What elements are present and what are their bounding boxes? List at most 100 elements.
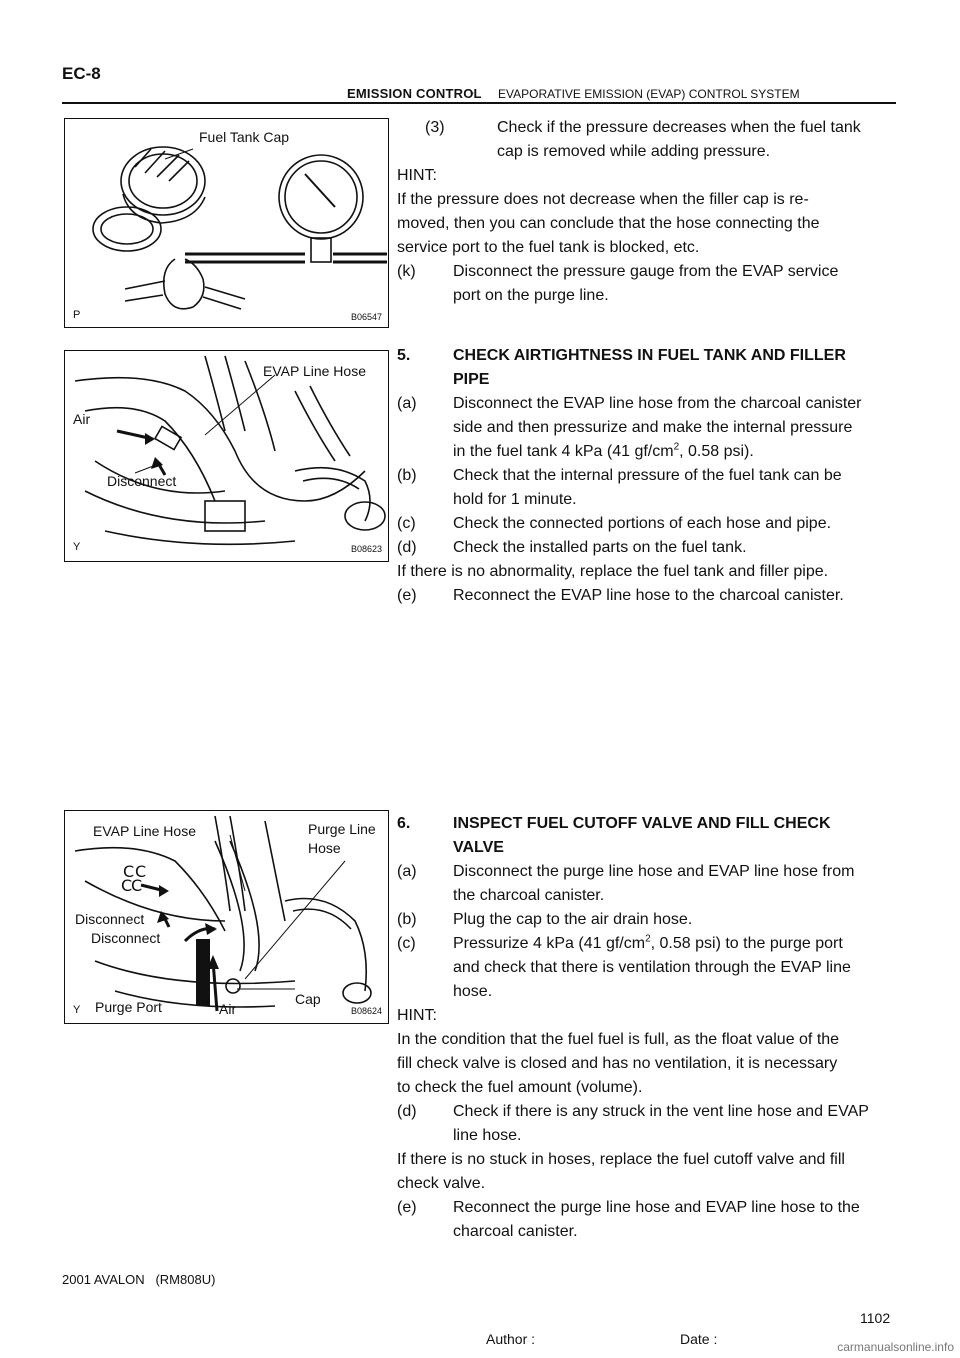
svg-text:C: C [121, 876, 132, 895]
figure-letter: P [73, 309, 81, 321]
heading-line: CHECK AIRTIGHTNESS IN FUEL TANK AND FILL… [453, 347, 846, 364]
page-code: EC-8 [62, 64, 101, 83]
text-line: Check if there is any struck in the vent… [453, 1103, 869, 1120]
step-number: (e) [397, 1199, 417, 1216]
section-5-note: If there is no abnormality, replace the … [397, 563, 829, 580]
step-number: (a) [397, 863, 417, 880]
model-label: 2001 AVALON (RM808U) [62, 1272, 216, 1287]
step-6e: (e) Reconnect the purge line hose and EV… [397, 1196, 897, 1244]
text-line: service port to the fuel tank is blocked… [397, 239, 700, 256]
heading-line: PIPE [453, 371, 490, 388]
evap-hose-illustration [74, 355, 386, 546]
hint-block: HINT: If the pressure does not decrease … [397, 164, 907, 260]
text-line: Check that the internal pressure of the … [453, 467, 842, 484]
section-6-heading: 6. INSPECT FUEL CUTOFF VALVE AND FILL CH… [397, 812, 897, 860]
text-line: Reconnect the purge line hose and EVAP l… [453, 1199, 860, 1216]
text-line: charcoal canister. [453, 1223, 578, 1240]
figure-fuel-tank-cap: Fuel Tank Cap P B06547 [64, 118, 389, 328]
label-disconnect-2: Disconnect [91, 930, 161, 946]
figure-letter: Y [73, 1004, 81, 1016]
text-line: port on the purge line. [453, 287, 609, 304]
watermark: carmanualsonline.info [837, 1340, 954, 1354]
hint-label: HINT: [397, 167, 437, 184]
text-line: to check the fuel amount (volume). [397, 1079, 643, 1096]
section-6-note: If there is no stuck in hoses, replace t… [397, 1148, 907, 1196]
text-line: hose. [453, 983, 493, 1000]
label-purge-port: Purge Port [95, 999, 162, 1015]
label-air: Air [73, 411, 91, 427]
text-line: Disconnect the pressure gauge from the E… [453, 263, 839, 280]
page-number: 1102 [860, 1310, 891, 1326]
step-6a: (a) Disconnect the purge line hose and E… [397, 860, 897, 908]
figure-code: B06547 [351, 312, 383, 322]
text-line: in the fuel tank 4 kPa (41 gf/cm2, 0.58 … [453, 441, 754, 460]
text-line: line hose. [453, 1127, 522, 1144]
header-rule [62, 102, 896, 104]
section-number: 6. [397, 815, 411, 832]
figure-letter: Y [73, 541, 81, 553]
figure-code: B08624 [351, 1006, 383, 1016]
figure-evap-line-hose: EVAP Line Hose Air Disconnect Y B08623 [64, 350, 389, 562]
label-cap: Cap [295, 991, 321, 1007]
section-title: EMISSION CONTROL [347, 86, 482, 101]
step-number: (d) [397, 1103, 417, 1120]
date-label: Date : [680, 1331, 718, 1347]
step-number: (k) [397, 263, 416, 280]
svg-text:C: C [135, 862, 146, 881]
heading-line: INSPECT FUEL CUTOFF VALVE AND FILL CHECK [453, 815, 831, 832]
text-line: Check the connected portions of each hos… [453, 515, 832, 532]
subsection-title: EVAPORATIVE EMISSION (EVAP) CONTROL SYST… [498, 87, 800, 101]
text-line: Disconnect the purge line hose and EVAP … [453, 863, 855, 880]
text-line: If the pressure does not decrease when t… [397, 191, 809, 208]
text-line: cap is removed while adding pressure. [497, 143, 771, 160]
text-line: Pressurize 4 kPa (41 gf/cm2, 0.58 psi) t… [453, 933, 843, 952]
step-3: (3) Check if the pressure decreases when… [397, 116, 897, 164]
label-disconnect-1: Disconnect [75, 911, 145, 927]
fuel-tank-cap-illustration [92, 146, 387, 310]
step-number: (c) [397, 515, 416, 532]
hint-label: HINT: [397, 1007, 437, 1024]
step-k: (k) Disconnect the pressure gauge from t… [397, 260, 897, 308]
figure-purge-line: C C C C EVAP Line Hose Purge Line Hose D… [64, 810, 389, 1024]
text-line: Disconnect the EVAP line hose from the c… [453, 395, 862, 412]
label-air: Air [219, 1001, 237, 1017]
step-5d: (d) Check the installed parts on the fue… [397, 536, 897, 560]
step-6b: (b) Plug the cap to the air drain hose. [397, 908, 897, 932]
label-purge-line: Purge Line [308, 821, 376, 837]
text-line: Check the installed parts on the fuel ta… [453, 539, 747, 556]
step-number: (3) [425, 119, 445, 136]
step-6d: (d) Check if there is any struck in the … [397, 1100, 897, 1148]
step-5c: (c) Check the connected portions of each… [397, 512, 897, 536]
header-dash: - [470, 85, 474, 99]
text-line: the charcoal canister. [453, 887, 605, 904]
text-line: fill check valve is closed and has no ve… [397, 1055, 838, 1072]
step-number: (e) [397, 587, 417, 604]
text-line: and check that there is ventilation thro… [453, 959, 851, 976]
step-5e: (e) Reconnect the EVAP line hose to the … [397, 584, 897, 608]
step-6c: (c) Pressurize 4 kPa (41 gf/cm2, 0.58 ps… [397, 932, 897, 1004]
label-disconnect: Disconnect [107, 473, 177, 489]
label-fuel-tank-cap: Fuel Tank Cap [199, 129, 290, 145]
text-line: check valve. [397, 1175, 486, 1192]
text-line: side and then pressurize and make the in… [453, 419, 853, 436]
step-number: (b) [397, 911, 417, 928]
section-number: 5. [397, 347, 411, 364]
hint-block: HINT: In the condition that the fuel fue… [397, 1004, 907, 1100]
svg-text:C: C [123, 862, 134, 881]
text-line: Reconnect the EVAP line hose to the char… [453, 587, 844, 604]
text-line: moved, then you can conclude that the ho… [397, 215, 820, 232]
text-line: In the condition that the fuel fuel is f… [397, 1031, 840, 1048]
text-line: hold for 1 minute. [453, 491, 577, 508]
figure-code: B08623 [351, 544, 383, 554]
purge-line-illustration: C C C C [74, 815, 372, 1012]
label-evap-line-hose: EVAP Line Hose [263, 363, 366, 379]
author-label: Author : [486, 1331, 536, 1347]
label-purge-line-hose: Hose [308, 840, 341, 856]
label-evap-line-hose: EVAP Line Hose [93, 823, 196, 839]
step-number: (d) [397, 539, 417, 556]
step-number: (b) [397, 467, 417, 484]
text-line: Check if the pressure decreases when the… [497, 119, 861, 136]
step-number: (a) [397, 395, 417, 412]
heading-line: VALVE [453, 839, 504, 856]
